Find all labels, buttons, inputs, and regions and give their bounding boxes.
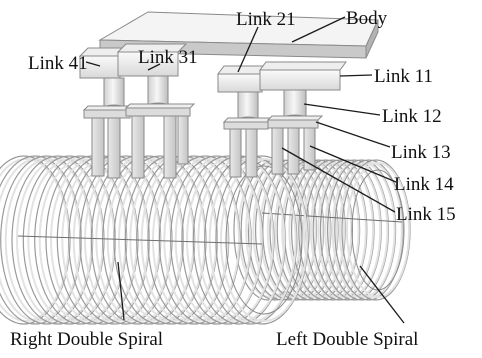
leader-right-spiral — [117, 261, 125, 321]
right-spiral-ring-highlight — [4, 158, 93, 322]
left-spiral-ring-highlight — [324, 162, 389, 298]
left-spiral-ring-highlight — [310, 162, 374, 298]
leader-link11 — [339, 74, 373, 77]
label-link-41: Link 41 — [28, 53, 88, 74]
link-31-block — [116, 43, 188, 77]
left-spiral-ring-highlight — [331, 162, 396, 298]
leader-link13 — [315, 121, 391, 148]
label-link-15: Link 15 — [396, 204, 456, 225]
right-spiral-seam — [17, 235, 263, 245]
leader-link31 — [147, 63, 161, 71]
label-link-12: Link 12 — [382, 106, 442, 127]
label-link-21: Link 21 — [236, 9, 296, 30]
leg-bars-31 — [131, 115, 189, 179]
leader-left-spiral — [359, 265, 405, 324]
leg-bars-41 — [91, 117, 121, 179]
label-link-14: Link 14 — [394, 174, 454, 195]
leader-lines — [85, 16, 405, 324]
label-link-31: Link 31 — [138, 47, 198, 68]
leg-plate-21 — [222, 117, 274, 130]
leader-link15 — [281, 147, 396, 213]
leg-bars-21 — [229, 128, 258, 178]
right-spiral-front-ring — [225, 165, 303, 315]
labels: Body Link 21 Link 41 Link 31 Link 11 Lin… — [10, 8, 456, 350]
left-spiral-ring-highlight — [338, 162, 403, 298]
link-11-block — [259, 61, 347, 91]
label-body: Body — [346, 8, 388, 29]
leader-body — [291, 16, 346, 43]
label-right-double-spiral: Right Double Spiral — [10, 329, 163, 350]
left-spiral-ring-highlight — [288, 162, 353, 298]
right-spiral-ring-highlight — [174, 158, 263, 322]
right-spiral-ring-highlight — [163, 158, 252, 322]
leader-link21 — [237, 26, 259, 73]
leader-link14 — [309, 145, 397, 183]
right-spiral-ring-highlight — [27, 158, 116, 322]
leader-link41 — [85, 61, 101, 67]
right-double-spiral — [0, 155, 309, 325]
left-spiral-ring-highlight — [346, 162, 410, 298]
label-link-13: Link 13 — [391, 142, 451, 163]
leg-plate-31 — [124, 103, 196, 117]
label-left-double-spiral: Left Double Spiral — [276, 329, 418, 350]
link-14-bars — [271, 127, 316, 175]
leader-link12 — [303, 103, 381, 116]
link-13-plate — [266, 115, 324, 129]
right-spiral-ring-highlight — [16, 158, 104, 322]
label-link-11: Link 11 — [374, 66, 433, 87]
right-spiral-ring-highlight — [50, 158, 138, 322]
link-41-block — [78, 47, 130, 79]
right-spiral-ring-highlight — [220, 158, 308, 322]
right-spiral-ring-highlight — [38, 158, 127, 322]
left-spiral-ring-highlight — [302, 162, 367, 298]
left-spiral-seam — [261, 212, 403, 223]
